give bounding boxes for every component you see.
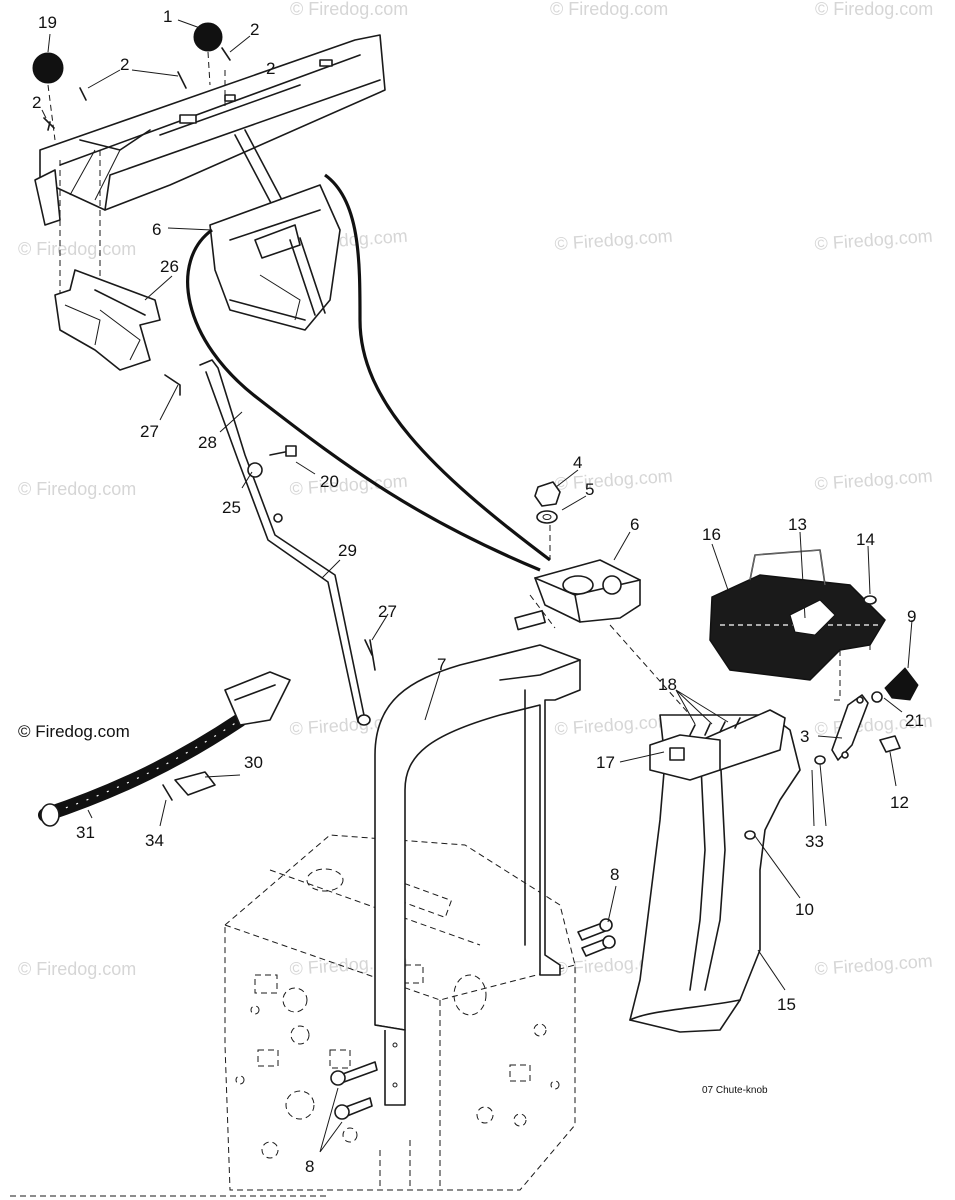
callout-20: 20 xyxy=(320,472,339,491)
callout-31: 31 xyxy=(76,823,95,842)
chute-swivel xyxy=(529,559,691,716)
callout-17: 17 xyxy=(596,753,615,772)
callout-8: 8 xyxy=(610,865,619,884)
nut-washer xyxy=(534,481,561,560)
callout-2: 2 xyxy=(266,59,275,78)
callout-18: 18 xyxy=(658,675,677,694)
callout-2: 2 xyxy=(120,55,129,74)
bolts-8-right xyxy=(577,918,616,957)
callout-14: 14 xyxy=(856,530,875,549)
callout-15: 15 xyxy=(777,995,796,1014)
callout-33: 33 xyxy=(805,832,824,851)
cable-31 xyxy=(38,671,291,827)
watermark: © Firedog.com xyxy=(290,0,408,19)
callout-9: 9 xyxy=(907,607,916,626)
shift-bracket xyxy=(54,269,161,371)
deflector-control-upper xyxy=(209,184,341,331)
leader-lines xyxy=(41,19,913,1153)
watermark: © Firedog.com xyxy=(814,466,933,494)
watermark: © Firedog.com xyxy=(554,711,673,739)
watermark: © Firedog.com xyxy=(815,0,933,19)
callout-4: 4 xyxy=(573,453,582,472)
callout-2: 2 xyxy=(250,20,259,39)
control-rod xyxy=(234,129,283,206)
callout-7: 7 xyxy=(437,655,446,674)
knobs xyxy=(32,22,223,141)
knob-19 xyxy=(32,52,64,84)
callout-30: 30 xyxy=(244,753,263,772)
chute-deflector xyxy=(709,549,886,681)
callout-21: 21 xyxy=(905,711,924,730)
small-parts-right xyxy=(814,595,919,765)
callout-3: 3 xyxy=(800,727,809,746)
callout-34: 34 xyxy=(145,831,164,850)
callout-2: 2 xyxy=(32,93,41,112)
callout-13: 13 xyxy=(788,515,807,534)
callout-25: 25 xyxy=(222,498,241,517)
callout-27: 27 xyxy=(140,422,159,441)
linkage-rods xyxy=(164,359,376,726)
callout-6: 6 xyxy=(152,220,161,239)
callout-5: 5 xyxy=(585,480,594,499)
knob-1 xyxy=(193,22,223,52)
callout-19: 19 xyxy=(38,13,57,32)
callout-6: 6 xyxy=(630,515,639,534)
screws-2 xyxy=(43,47,231,131)
watermark: © Firedog.com xyxy=(554,226,673,254)
watermark: © Firedog.com xyxy=(814,951,933,979)
watermark: © Firedog.com xyxy=(18,479,136,499)
figure-caption: 07 Chute-knob xyxy=(702,1085,768,1096)
watermark: © Firedog.com xyxy=(18,959,136,979)
watermark: © Firedog.com xyxy=(814,226,933,254)
callout-16: 16 xyxy=(702,525,721,544)
brand-label: © Firedog.com xyxy=(18,722,130,741)
callout-28: 28 xyxy=(198,433,217,452)
callout-26: 26 xyxy=(160,257,179,276)
callout-8: 8 xyxy=(305,1157,314,1176)
callouts: 19 1 2 2 2 2 6 26 27 28 25 20 29 27 4 5 … xyxy=(32,7,924,1176)
bolts-8-bottom xyxy=(330,1061,378,1120)
handle-bracket xyxy=(374,609,581,1106)
callout-29: 29 xyxy=(338,541,357,560)
watermark: © Firedog.com xyxy=(554,466,673,494)
callout-10: 10 xyxy=(795,900,814,919)
callout-1: 1 xyxy=(163,7,172,26)
watermark: © Firedog.com xyxy=(18,239,136,259)
callout-12: 12 xyxy=(890,793,909,812)
bracket-17 xyxy=(649,717,741,781)
control-panel xyxy=(34,34,386,300)
watermark: © Firedog.com xyxy=(550,0,668,19)
cables xyxy=(186,173,551,572)
callout-27: 27 xyxy=(378,602,397,621)
